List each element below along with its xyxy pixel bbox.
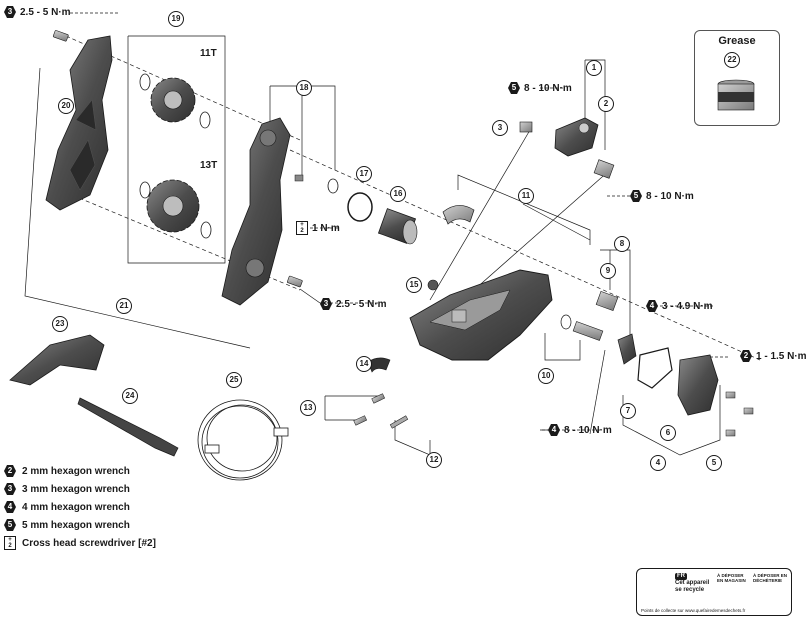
hex-wrench-icon: 5 [4,519,16,531]
part-callout-23: 23 [52,316,68,332]
screwdriver-icon: +2 [4,536,16,550]
hex-wrench-icon: 4 [4,501,16,513]
outer-cage-plate [45,35,113,211]
hex-wrench-icon: 5 [630,190,642,202]
part-callout-20: 20 [58,98,74,114]
grease-jar [717,79,755,111]
upper-pulley-11t [139,73,211,129]
part-callout-18: 18 [296,80,312,96]
inner-cage-plate [221,117,291,306]
hex-wrench-icon: 3 [4,483,16,495]
hex-wrench-icon: 2 [4,465,16,477]
pulley-bolt [287,275,303,288]
hex-wrench-icon: 4 [548,424,560,436]
ball-nut [427,279,439,291]
part-callout-7: 7 [620,403,636,419]
recycle-dechetterie: À DÉPOSER EN DÉCHÈTERIE [753,573,788,583]
pulley-teeth-lower: 13T [200,160,218,171]
body-highlight [429,289,511,331]
part-callout-8: 8 [614,236,630,252]
cable-guide-plate [442,205,475,225]
pulley-teeth-upper: 11T [200,48,217,59]
part-callout-6: 6 [660,425,676,441]
hex-wrench-icon: 4 [646,300,658,312]
cage-bushing [377,208,418,245]
part-callout-3: 3 [492,120,508,136]
part-callout-16: 16 [390,186,406,202]
adjust-screw-1 [371,393,386,404]
part-callout-10: 10 [538,368,554,384]
part-callout-2: 2 [598,96,614,112]
screwdriver-icon: +2 [296,221,308,235]
b-axle [560,314,604,341]
part-callout-11: 11 [518,188,534,204]
stabilizer-plate [9,334,105,386]
o-ring [637,347,673,389]
recycle-badge: FR [675,573,687,580]
cage-stop-screw [294,174,304,182]
recycle-store: À DÉPOSER EN MAGASIN [717,573,746,583]
part-callout-12: 12 [426,452,442,468]
cage-bolt-top [52,30,69,42]
part-callout-14: 14 [356,356,372,372]
part-callout-13: 13 [300,400,316,416]
axle-nut [595,290,619,312]
part-callout-15: 15 [406,277,422,293]
part-callout-1: 1 [586,60,602,76]
hex-wrench-icon: 5 [508,82,520,94]
charging-cable [197,399,289,481]
hex-wrench-icon: 3 [4,6,16,18]
part-callout-9: 9 [600,263,616,279]
snap-ring [347,192,373,222]
body-socket [451,309,467,323]
adjust-screw-2 [353,415,368,426]
cable-cover [367,357,391,373]
grease-title: Grease [718,35,756,47]
axle-cap [617,333,637,365]
part-callout-24: 24 [122,388,138,404]
part-callout-17: 17 [356,166,372,182]
cage-lower-hole [245,258,265,278]
hex-wrench-icon: 3 [320,298,332,310]
part-callout-21: 21 [116,298,132,314]
part-callout-19: 19 [168,11,184,27]
recycle-label: FR Cet appareil se recycle À DÉPOSER EN … [636,568,792,616]
washer [327,178,339,194]
part-callout-25: 25 [226,372,242,388]
cover-screws [725,391,754,437]
hex-wrench-icon: 2 [740,350,752,362]
b-axle-bracket [519,117,615,179]
adjustment-tool [77,397,179,457]
lower-pulley-13t [139,179,212,239]
part-callout-4: 4 [650,455,666,471]
cover-unit [677,354,719,416]
recycle-note: Points de collecte sur www.quefairedemes… [641,608,746,613]
part-callout-5: 5 [706,455,722,471]
cage-cutouts [69,99,97,191]
cage-pivot [259,129,277,147]
grease-box: Grease [694,30,780,126]
part-callout-22: 22 [724,52,740,68]
pin [389,415,409,429]
